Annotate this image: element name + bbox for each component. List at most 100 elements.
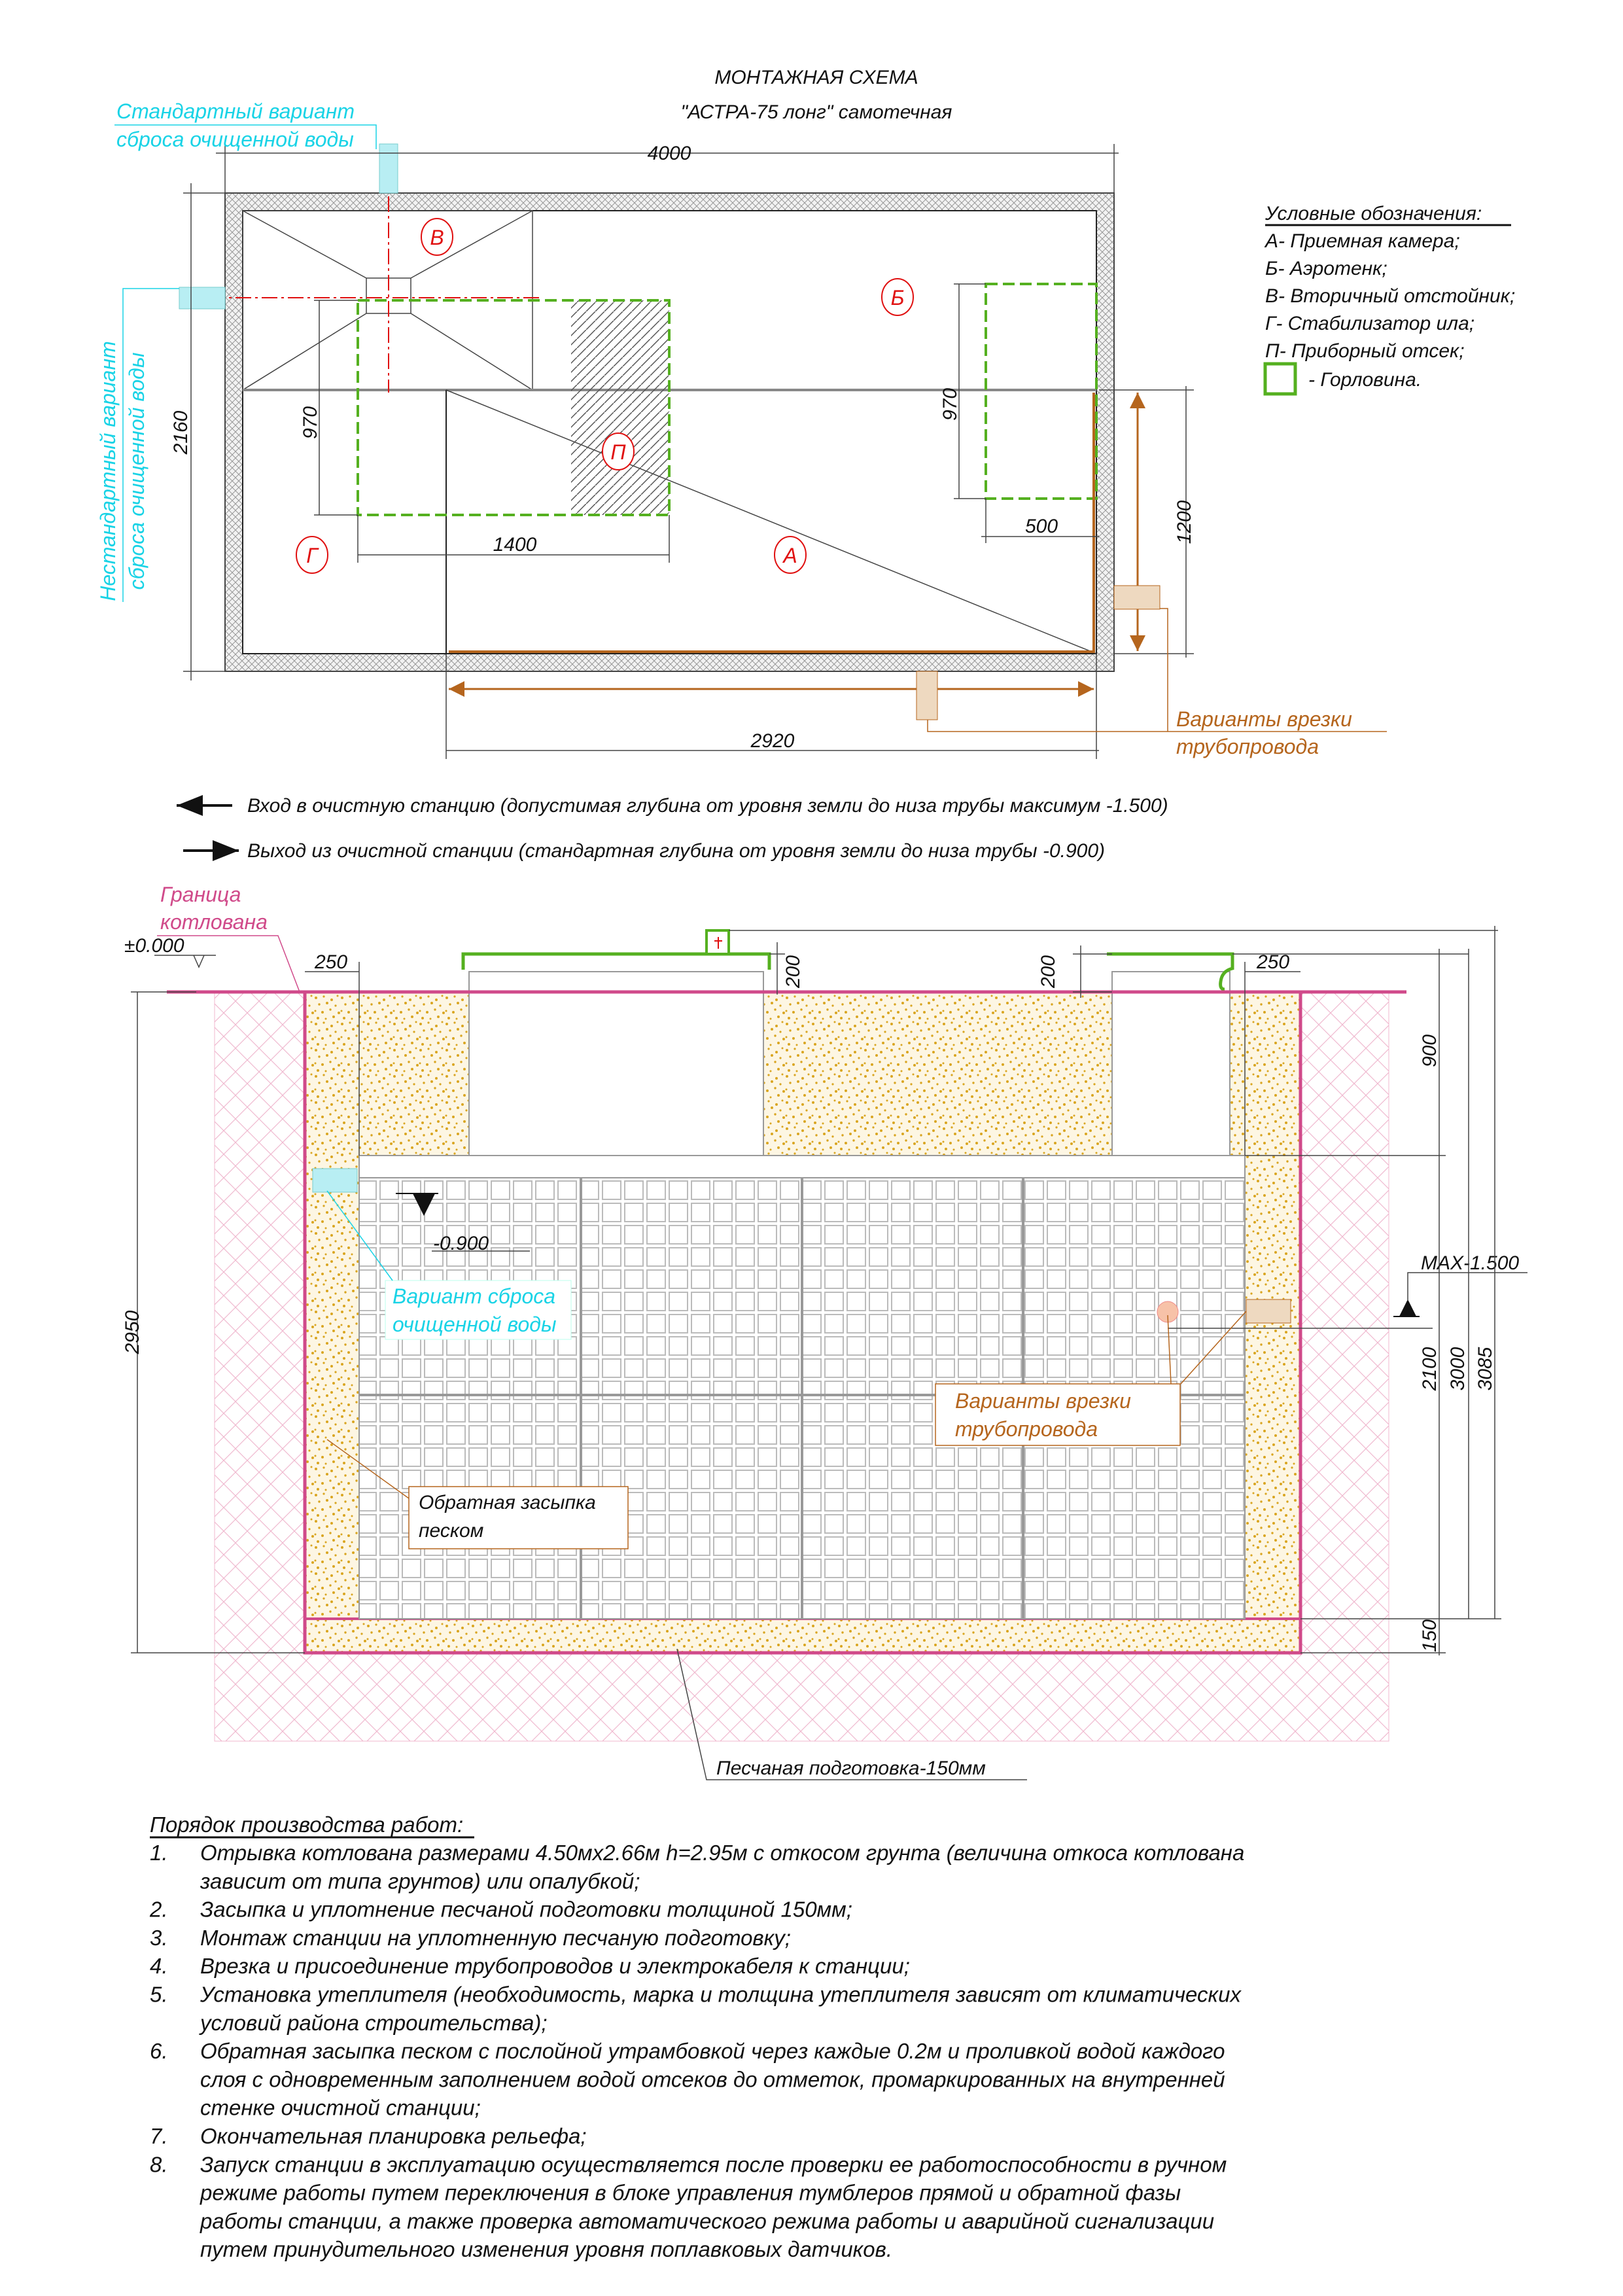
dim-neck1-width: 1400 xyxy=(493,534,537,556)
inlet-pipe-right xyxy=(1113,585,1161,610)
pipe-variants-label: трубопровода xyxy=(955,1417,1098,1441)
step-text: режиме работы путем переключения в блоке… xyxy=(200,2181,1181,2205)
legend-item: В- Вторичный отстойник; xyxy=(1265,285,1515,307)
chamber-p-label: П xyxy=(610,440,626,464)
chamber-a-label: А xyxy=(782,544,797,567)
pit-boundary-label: Граница xyxy=(160,883,241,906)
pipe-variants-label: Варианты врезки xyxy=(955,1389,1131,1413)
legend-title: Условные обозначения: xyxy=(1265,203,1482,224)
pipe-variants-label: трубопровода xyxy=(1176,735,1319,758)
dim-length: 4000 xyxy=(648,143,691,164)
step-number: 8. xyxy=(150,2152,168,2176)
step-text: Окончательная планировка рельефа; xyxy=(200,2124,587,2148)
dim-2100: 2100 xyxy=(1419,1347,1440,1391)
inlet-pipe-bottom xyxy=(916,671,938,720)
pit-boundary-label: котлована xyxy=(160,910,268,934)
legend-item: А- Приемная камера; xyxy=(1264,230,1460,252)
dim-inlet-range2: 2920 xyxy=(750,730,795,752)
pipe-variants-box xyxy=(935,1383,1181,1446)
chamber-b-label: Б xyxy=(891,286,905,309)
legend-item: Б- Аэротенк; xyxy=(1265,258,1387,279)
dim-gap-left: 250 xyxy=(314,951,347,973)
chamber-g-label: Г xyxy=(306,544,319,567)
leader-line xyxy=(927,608,1387,732)
plan-dimension-lines xyxy=(183,144,1194,759)
step-number: 6. xyxy=(150,2039,168,2063)
step-text: работы станции, а также проверка автомат… xyxy=(200,2209,1214,2233)
step-text: зависит от типа грунтов) или опалубкой; xyxy=(200,1869,640,1893)
lid-right xyxy=(1107,952,1234,991)
step-text: путем принудительного изменения уровня п… xyxy=(200,2237,892,2261)
dim-neck2-height: 970 xyxy=(939,388,961,421)
title-line1: МОНТАЖНАЯ СХЕМА xyxy=(714,67,918,88)
dim-neck-right: 200 xyxy=(1038,955,1059,989)
plan-view: В Б П Г А 4000 2160 970 970 1400 500 120… xyxy=(96,99,1387,759)
nonstandard-outlet-label: Нестандартный вариант xyxy=(96,341,120,601)
step-text: слоя с одновременным заполнением водой о… xyxy=(200,2067,1225,2091)
zero-level-marker xyxy=(154,955,216,968)
pit-boundary xyxy=(303,992,1302,1655)
step-number: 3. xyxy=(150,1926,168,1950)
lid-left xyxy=(461,952,771,970)
step-text: Обратная засыпка песком с послойной утра… xyxy=(200,2039,1225,2063)
outlet-description: Выход из очистной станции (стандартная г… xyxy=(247,840,1105,862)
step-text: Засыпка и уплотнение песчаной подготовки… xyxy=(200,1898,852,1922)
lid-lock xyxy=(705,929,730,955)
section-view: -0.900 MAX-1.500 ±0.000 Вариант сброса о… xyxy=(122,883,1527,1780)
legend-item: Г- Стабилизатор ила; xyxy=(1265,313,1475,334)
outlet-level: -0.900 xyxy=(433,1233,489,1254)
sand-bed-label: Песчаная подготовка-150мм xyxy=(716,1757,986,1779)
dim-inlet-range: 1200 xyxy=(1174,500,1195,544)
dim-3085: 3085 xyxy=(1475,1347,1496,1390)
legend-item: П- Приборный отсек; xyxy=(1265,340,1465,362)
dim-bed: 150 xyxy=(1419,1619,1440,1652)
backfill-label: Обратная засыпка xyxy=(419,1492,596,1513)
step-text: условий района строительства); xyxy=(199,2011,548,2035)
diagonal-partition xyxy=(445,389,1097,654)
sand-bed xyxy=(304,1617,1302,1654)
chamber-labels: В Б П Г А xyxy=(296,218,914,574)
neck-outline-2 xyxy=(985,283,1098,500)
outlet-variant-label: очищенной воды xyxy=(393,1313,556,1336)
step-number: 4. xyxy=(150,1954,168,1978)
title-line2: "АСТРА-75 лонг" самотечная xyxy=(681,101,952,123)
leader-line xyxy=(114,124,377,149)
dim-depth: 2950 xyxy=(122,1310,143,1354)
step-number: 2. xyxy=(149,1898,168,1922)
section-dimension-lines xyxy=(131,926,1501,1655)
backfill-label: песком xyxy=(419,1520,483,1542)
instrument-compartment xyxy=(571,300,669,515)
step-number: 5. xyxy=(150,1983,168,2007)
outlet-variant-label: Вариант сброса xyxy=(393,1284,555,1308)
step-text: Запуск станции в эксплуатацию осуществля… xyxy=(200,2152,1227,2176)
nonstandard-outlet-label: сброса очищенной воды xyxy=(125,353,148,590)
procedure-title: Порядок производства работ: xyxy=(150,1812,463,1837)
backfill-box xyxy=(408,1486,629,1549)
step-text: стенке очистной станции; xyxy=(200,2096,481,2120)
step-number: 7. xyxy=(150,2124,168,2148)
dim-gap-right: 250 xyxy=(1256,951,1289,973)
step-text: Врезка и присоединение трубопроводов и э… xyxy=(200,1954,910,1978)
leader-line xyxy=(122,288,179,602)
step-text: Отрывка котлована размерами 4.50мх2.66м … xyxy=(200,1841,1244,1865)
neck-legend-swatch xyxy=(1263,362,1297,396)
outlet-pipe-top xyxy=(379,143,398,194)
dim-width: 2160 xyxy=(170,410,192,455)
standard-outlet-label: Стандартный вариант xyxy=(116,99,355,123)
zero-level: ±0.000 xyxy=(124,935,184,957)
level-marker-icon xyxy=(396,1193,438,1216)
step-text: Монтаж станции на уплотненную песчаную п… xyxy=(200,1926,791,1950)
dim-neck-height: 900 xyxy=(1419,1034,1440,1067)
level-marker-icon xyxy=(1393,1299,1420,1317)
dim-neck1-height: 970 xyxy=(300,406,321,439)
inlet-zone xyxy=(449,393,1095,653)
legend-item-neck: - Горловина. xyxy=(1308,369,1422,391)
standard-outlet-label: сброса очищенной воды xyxy=(116,128,354,151)
dim-neck-left: 200 xyxy=(782,955,804,989)
tank-top-band xyxy=(358,1155,1246,1178)
chamber-v-label: В xyxy=(430,226,444,249)
dim-3000: 3000 xyxy=(1447,1347,1469,1390)
step-text: Установка утеплителя (необходимость, мар… xyxy=(200,1983,1242,2007)
dim-neck2-width: 500 xyxy=(1025,516,1058,537)
